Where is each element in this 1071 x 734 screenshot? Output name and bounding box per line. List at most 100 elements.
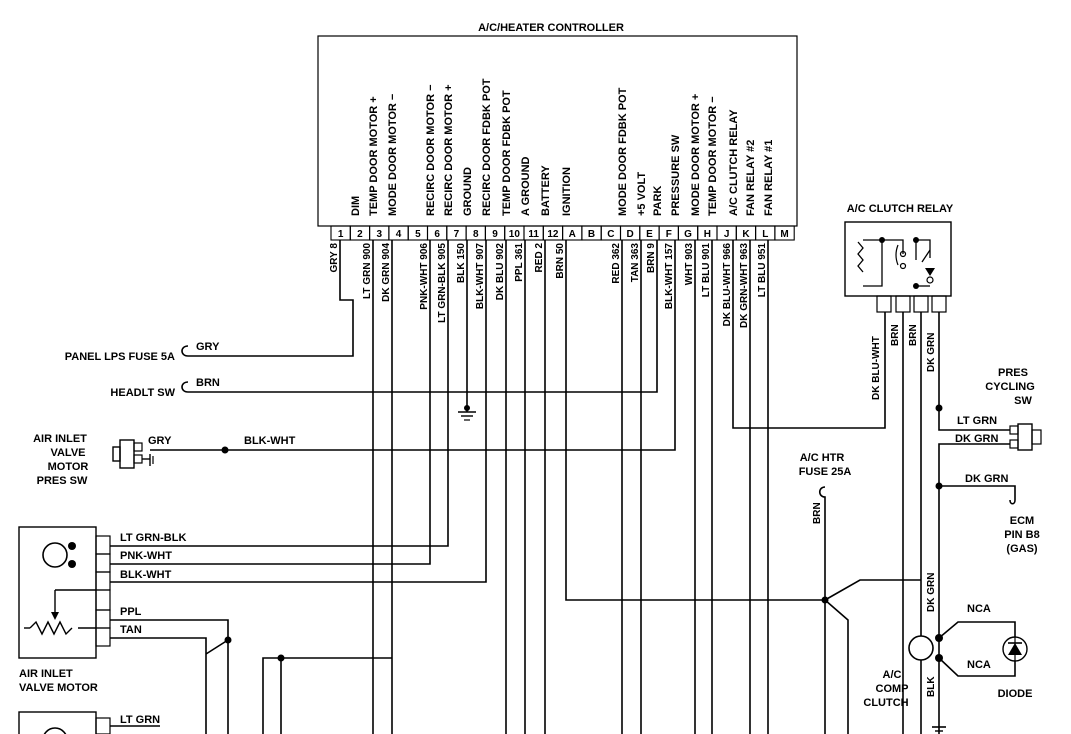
svg-text:PIN B8: PIN B8: [1004, 529, 1039, 541]
pres-cycling-sw-icon: [935, 408, 1042, 734]
comp-clutch-icon: [908, 621, 1028, 732]
motor-pin: [95, 589, 111, 611]
svg-text:AIR INLET: AIR INLET: [19, 668, 73, 680]
air-inlet-motor-label: AIR INLET VALVE MOTOR: [19, 668, 98, 694]
svg-text:DK BLU-WHT: DK BLU-WHT: [871, 336, 882, 400]
svg-text:CYCLING: CYCLING: [985, 381, 1035, 393]
svg-text:VALVE: VALVE: [50, 447, 85, 459]
ecm-wire: DK GRN: [965, 473, 1008, 485]
pin-label: 7: [454, 229, 460, 240]
comp-clutch-label: A/C COMP CLUTCH: [863, 669, 908, 709]
wire-label: BLK 150: [456, 243, 467, 283]
function-label: RECIRC DOOR MOTOR +: [443, 84, 455, 216]
function-label: MODE DOOR MOTOR +: [690, 94, 702, 216]
motor-pin: [95, 553, 111, 573]
pin-label: J: [724, 229, 730, 240]
pin-label: D: [627, 229, 634, 240]
wire-label: LT BLU 901: [701, 243, 712, 298]
panel-fuse-wire: GRY: [196, 341, 220, 353]
motor-wire-1: LT GRN-BLK: [120, 532, 186, 544]
svg-text:FUSE 25A: FUSE 25A: [799, 466, 852, 478]
panel-fuse-connector: [181, 345, 189, 357]
svg-text:SW: SW: [1014, 395, 1032, 407]
wire-label: DK BLU 902: [495, 243, 506, 301]
nca-bottom: NCA: [967, 659, 991, 671]
pin-label: 6: [434, 229, 440, 240]
ecm-label: ECM PIN B8 (GAS): [1004, 515, 1039, 555]
svg-text:COMP: COMP: [876, 683, 909, 695]
function-label: RECIRC DOOR MOTOR −: [425, 84, 437, 216]
pres-sw-wire-blk-wht: BLK-WHT: [244, 435, 296, 447]
wire-label: RED 2: [534, 243, 545, 273]
wire-label: BRN 9: [646, 243, 657, 273]
pin-label: 10: [509, 229, 521, 240]
wire-label: DK GRN 904: [381, 243, 392, 302]
function-label: GROUND: [462, 167, 474, 216]
function-label: TEMP DOOR MOTOR +: [368, 96, 380, 216]
pin-label: F: [666, 229, 672, 240]
wire-label: TAN 363: [630, 243, 641, 283]
svg-text:VALVE MOTOR: VALVE MOTOR: [19, 682, 98, 694]
wire-label: RED 362: [611, 243, 622, 284]
comp-wire-top: DK GRN: [926, 573, 937, 612]
function-label: MODE DOOR MOTOR −: [387, 94, 399, 216]
wire-label: WHT 903: [684, 243, 695, 286]
pres-sw-wire-gry: GRY: [148, 435, 172, 447]
air-inlet-pres-sw-icon: [112, 439, 229, 469]
svg-text:MOTOR: MOTOR: [48, 461, 89, 473]
function-label: BATTERY: [540, 165, 552, 216]
function-label: IGNITION: [561, 167, 573, 216]
headlt-connector: [181, 381, 189, 393]
ac-htr-fuse-label: A/C HTR FUSE 25A: [799, 452, 852, 478]
wire-label: BLK-WHT 907: [475, 243, 486, 310]
pin-label: 8: [473, 229, 479, 240]
motor-pin: [95, 571, 111, 591]
wire-label: LT BLU 951: [757, 243, 768, 298]
pin-label: L: [762, 229, 768, 240]
function-label: TEMP DOOR MOTOR −: [707, 96, 719, 216]
wire-label: DK BLU-WHT 966: [722, 243, 733, 327]
svg-text:BRN: BRN: [890, 324, 901, 346]
function-label: +5 VOLT: [636, 172, 648, 216]
pin-label: 11: [528, 229, 539, 240]
pin-label: 12: [547, 229, 559, 240]
pin-label: 1: [338, 229, 344, 240]
svg-text:BRN: BRN: [908, 324, 919, 346]
function-label: A GROUND: [520, 156, 532, 216]
wire-label: DK GRN-WHT 963: [739, 243, 750, 328]
relay-wire-labels: DK BLU-WHT BRN BRN DK GRN: [871, 324, 937, 400]
svg-text:AIR INLET: AIR INLET: [33, 433, 87, 445]
svg-text:A/C HTR: A/C HTR: [800, 452, 845, 464]
motor-wire-5: TAN: [120, 624, 142, 636]
pin-label: H: [704, 229, 711, 240]
ground-symbol: [458, 405, 476, 421]
panel-fuse-label: PANEL LPS FUSE 5A: [65, 351, 175, 363]
motor-wire-2: PNK-WHT: [120, 550, 172, 562]
svg-text:CLUTCH: CLUTCH: [863, 697, 908, 709]
headlt-sw-label: HEADLT SW: [110, 387, 175, 399]
diode-label: DIODE: [998, 688, 1033, 700]
air-inlet-valve-motor: [18, 526, 97, 659]
wire-label: GRY 8: [329, 243, 340, 273]
motor-pin: [95, 535, 111, 555]
function-label: FAN RELAY #2: [745, 140, 757, 216]
headlt-wire: BRN: [196, 377, 220, 389]
wire-label: PNK-WHT 906: [419, 243, 430, 310]
motor-wire-3: BLK-WHT: [120, 569, 172, 581]
nca-top: NCA: [967, 603, 991, 615]
ac-clutch-relay: [844, 221, 952, 734]
controller-wires: [150, 240, 886, 734]
pin-label: E: [646, 229, 653, 240]
pin-label: B: [588, 229, 595, 240]
svg-text:DK GRN: DK GRN: [926, 333, 937, 372]
function-label: PARK: [652, 186, 664, 216]
function-label: A/C CLUTCH RELAY: [728, 109, 740, 216]
wire-label: BRN 50: [555, 243, 566, 279]
motor-wire-4: PPL: [120, 606, 142, 618]
pin-label: 4: [396, 229, 402, 240]
motor-pin: [95, 609, 111, 629]
svg-text:PRES: PRES: [998, 367, 1028, 379]
